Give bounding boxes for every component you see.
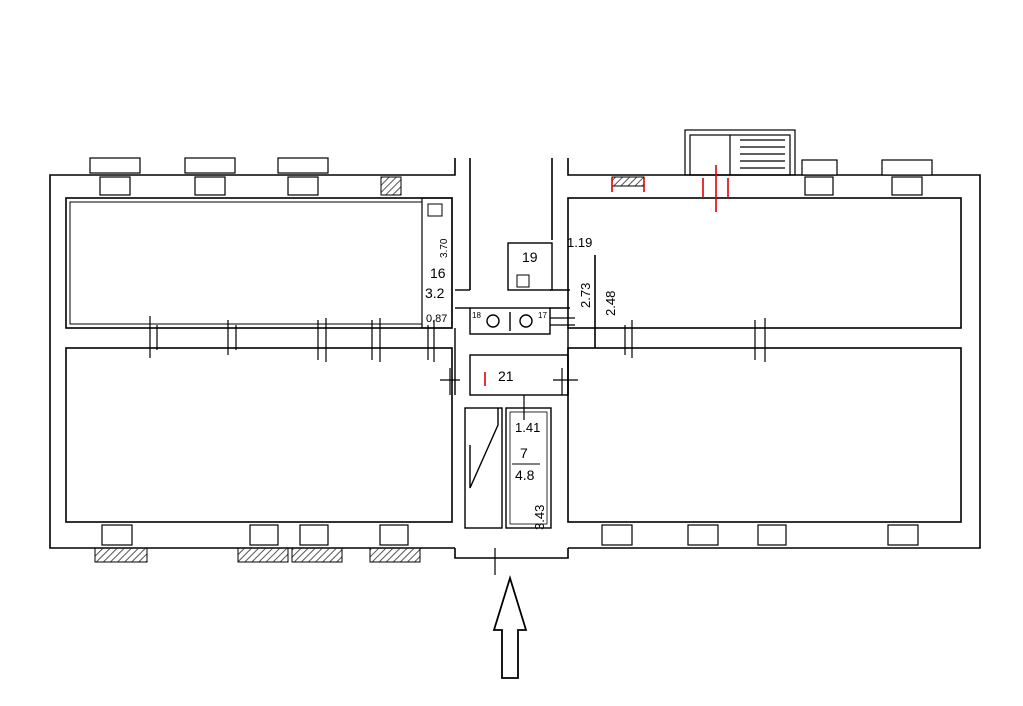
windows-top (89, 157, 933, 196)
left-wing-rooms (65, 197, 453, 523)
room-7-area: 4.8 (515, 467, 535, 483)
dim-2-48: 2.48 (603, 291, 618, 316)
entrance-arrow-icon (492, 574, 528, 679)
dimension-labels: 3.70 0.87 1.19 2.73 2.48 1.41 3.43 18 17 (426, 235, 618, 530)
central-core (427, 203, 570, 529)
dim-3-43: 3.43 (532, 505, 547, 530)
red-markers (484, 165, 729, 386)
room-16-number: 16 (430, 265, 446, 281)
door-markers (149, 316, 766, 575)
dim-2-73: 2.73 (578, 283, 593, 308)
room-labels: 16 3.2 19 21 7 4.8 (425, 249, 540, 483)
room-16-area: 3.2 (425, 285, 445, 301)
exterior-stair (684, 129, 796, 176)
label-17: 17 (538, 311, 547, 320)
windows-bottom (101, 524, 919, 546)
room-21-number: 21 (498, 368, 514, 384)
outer-walls (49, 158, 981, 559)
room-7-number: 7 (520, 445, 528, 461)
dim-1-19: 1.19 (567, 235, 592, 250)
label-18: 18 (472, 311, 481, 320)
room-19-number: 19 (522, 249, 538, 265)
dim-0-87: 0.87 (426, 313, 447, 325)
dim-1-41: 1.41 (515, 420, 540, 435)
dim-3-70: 3.70 (439, 238, 450, 258)
